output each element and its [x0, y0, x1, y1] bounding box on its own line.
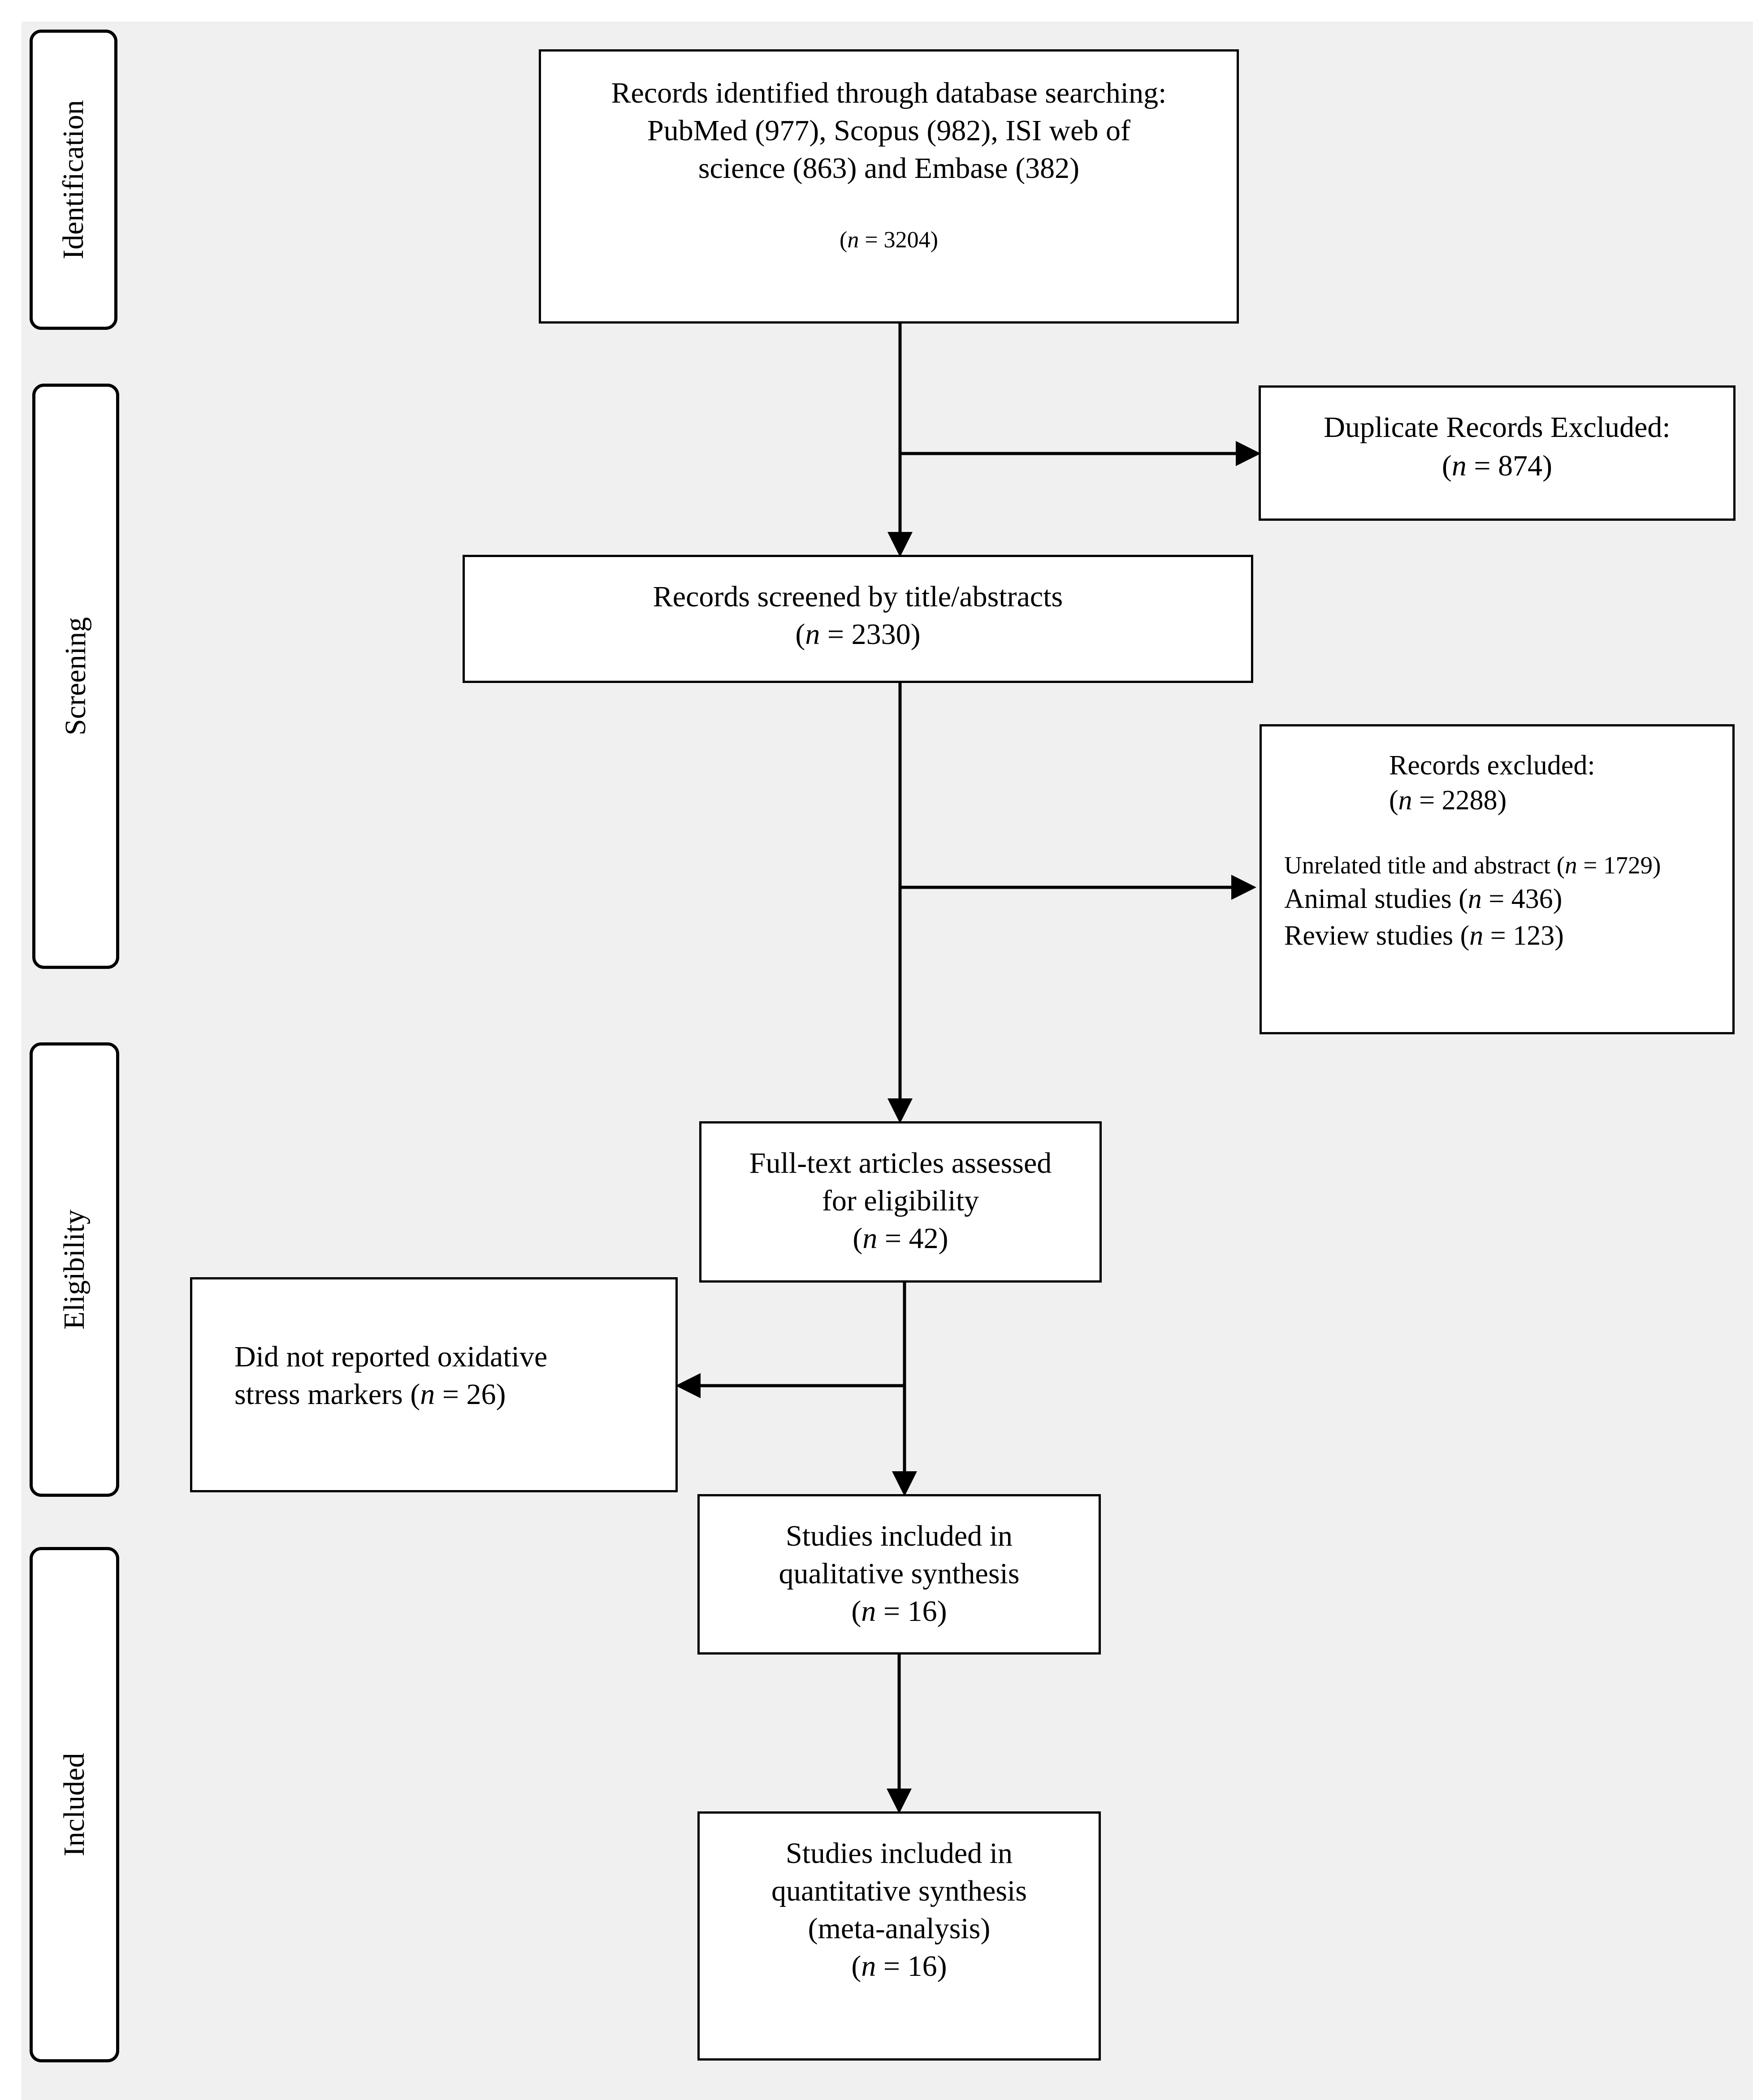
phase-identification: Identification	[30, 30, 117, 330]
not-reported-line-2: stress markers (n = 26)	[234, 1378, 506, 1411]
records-identified-title: Records identified through database sear…	[611, 77, 1167, 109]
qualitative-synthesis-count: (n = 16)	[851, 1595, 947, 1628]
not-reported-box: Did not reported oxidative stress marker…	[190, 1277, 678, 1492]
phase-eligibility: Eligibility	[30, 1042, 119, 1497]
qualitative-synthesis-box: Studies included in qualitative synthesi…	[697, 1494, 1101, 1655]
quantitative-synthesis-title-2: quantitative synthesis	[771, 1875, 1027, 1907]
exclusion-reason-review: Review studies (n = 123)	[1284, 920, 1564, 951]
duplicates-excluded-box: Duplicate Records Excluded: (n = 874)	[1259, 385, 1736, 521]
exclusion-reason-unrelated: Unrelated title and abstract (n = 1729)	[1284, 851, 1661, 879]
phase-screening: Screening	[32, 384, 119, 969]
fulltext-assessed-title-1: Full-text articles assessed	[749, 1147, 1052, 1180]
duplicates-excluded-count: (n = 874)	[1441, 449, 1553, 482]
records-excluded-count: (n = 2288)	[1389, 785, 1507, 816]
quantitative-synthesis-count: (n = 16)	[851, 1950, 947, 1983]
records-identified-count: (n = 3204)	[840, 227, 938, 253]
records-screened-title: Records screened by title/abstracts	[653, 580, 1063, 613]
fulltext-assessed-box: Full-text articles assessed for eligibil…	[699, 1121, 1102, 1283]
qualitative-synthesis-title-1: Studies included in	[786, 1520, 1013, 1552]
records-identified-box: Records identified through database sear…	[539, 49, 1239, 324]
exclusion-reason-animal: Animal studies (n = 436)	[1284, 884, 1563, 914]
records-excluded-box: Records excluded: (n = 2288) Unrelated t…	[1260, 724, 1735, 1034]
records-excluded-title: Records excluded:	[1389, 750, 1595, 781]
records-screened-count: (n = 2330)	[795, 618, 921, 651]
fulltext-assessed-count: (n = 42)	[853, 1222, 948, 1255]
quantitative-synthesis-box: Studies included in quantitative synthes…	[697, 1811, 1101, 2061]
qualitative-synthesis-title-2: qualitative synthesis	[779, 1557, 1020, 1590]
fulltext-assessed-title-2: for eligibility	[822, 1184, 979, 1217]
quantitative-synthesis-title-1: Studies included in	[786, 1837, 1013, 1870]
records-identified-sources-1: PubMed (977), Scopus (982), ISI web of	[647, 114, 1130, 147]
quantitative-synthesis-title-3: (meta-analysis)	[808, 1912, 991, 1945]
diagram-background	[22, 22, 1753, 2100]
records-identified-sources-2: science (863) and Embase (382)	[698, 152, 1080, 185]
not-reported-line-1: Did not reported oxidative	[234, 1340, 548, 1373]
duplicates-excluded-title: Duplicate Records Excluded:	[1324, 411, 1671, 444]
records-screened-box: Records screened by title/abstracts (n =…	[463, 555, 1253, 683]
phase-included: Included	[30, 1547, 119, 2062]
